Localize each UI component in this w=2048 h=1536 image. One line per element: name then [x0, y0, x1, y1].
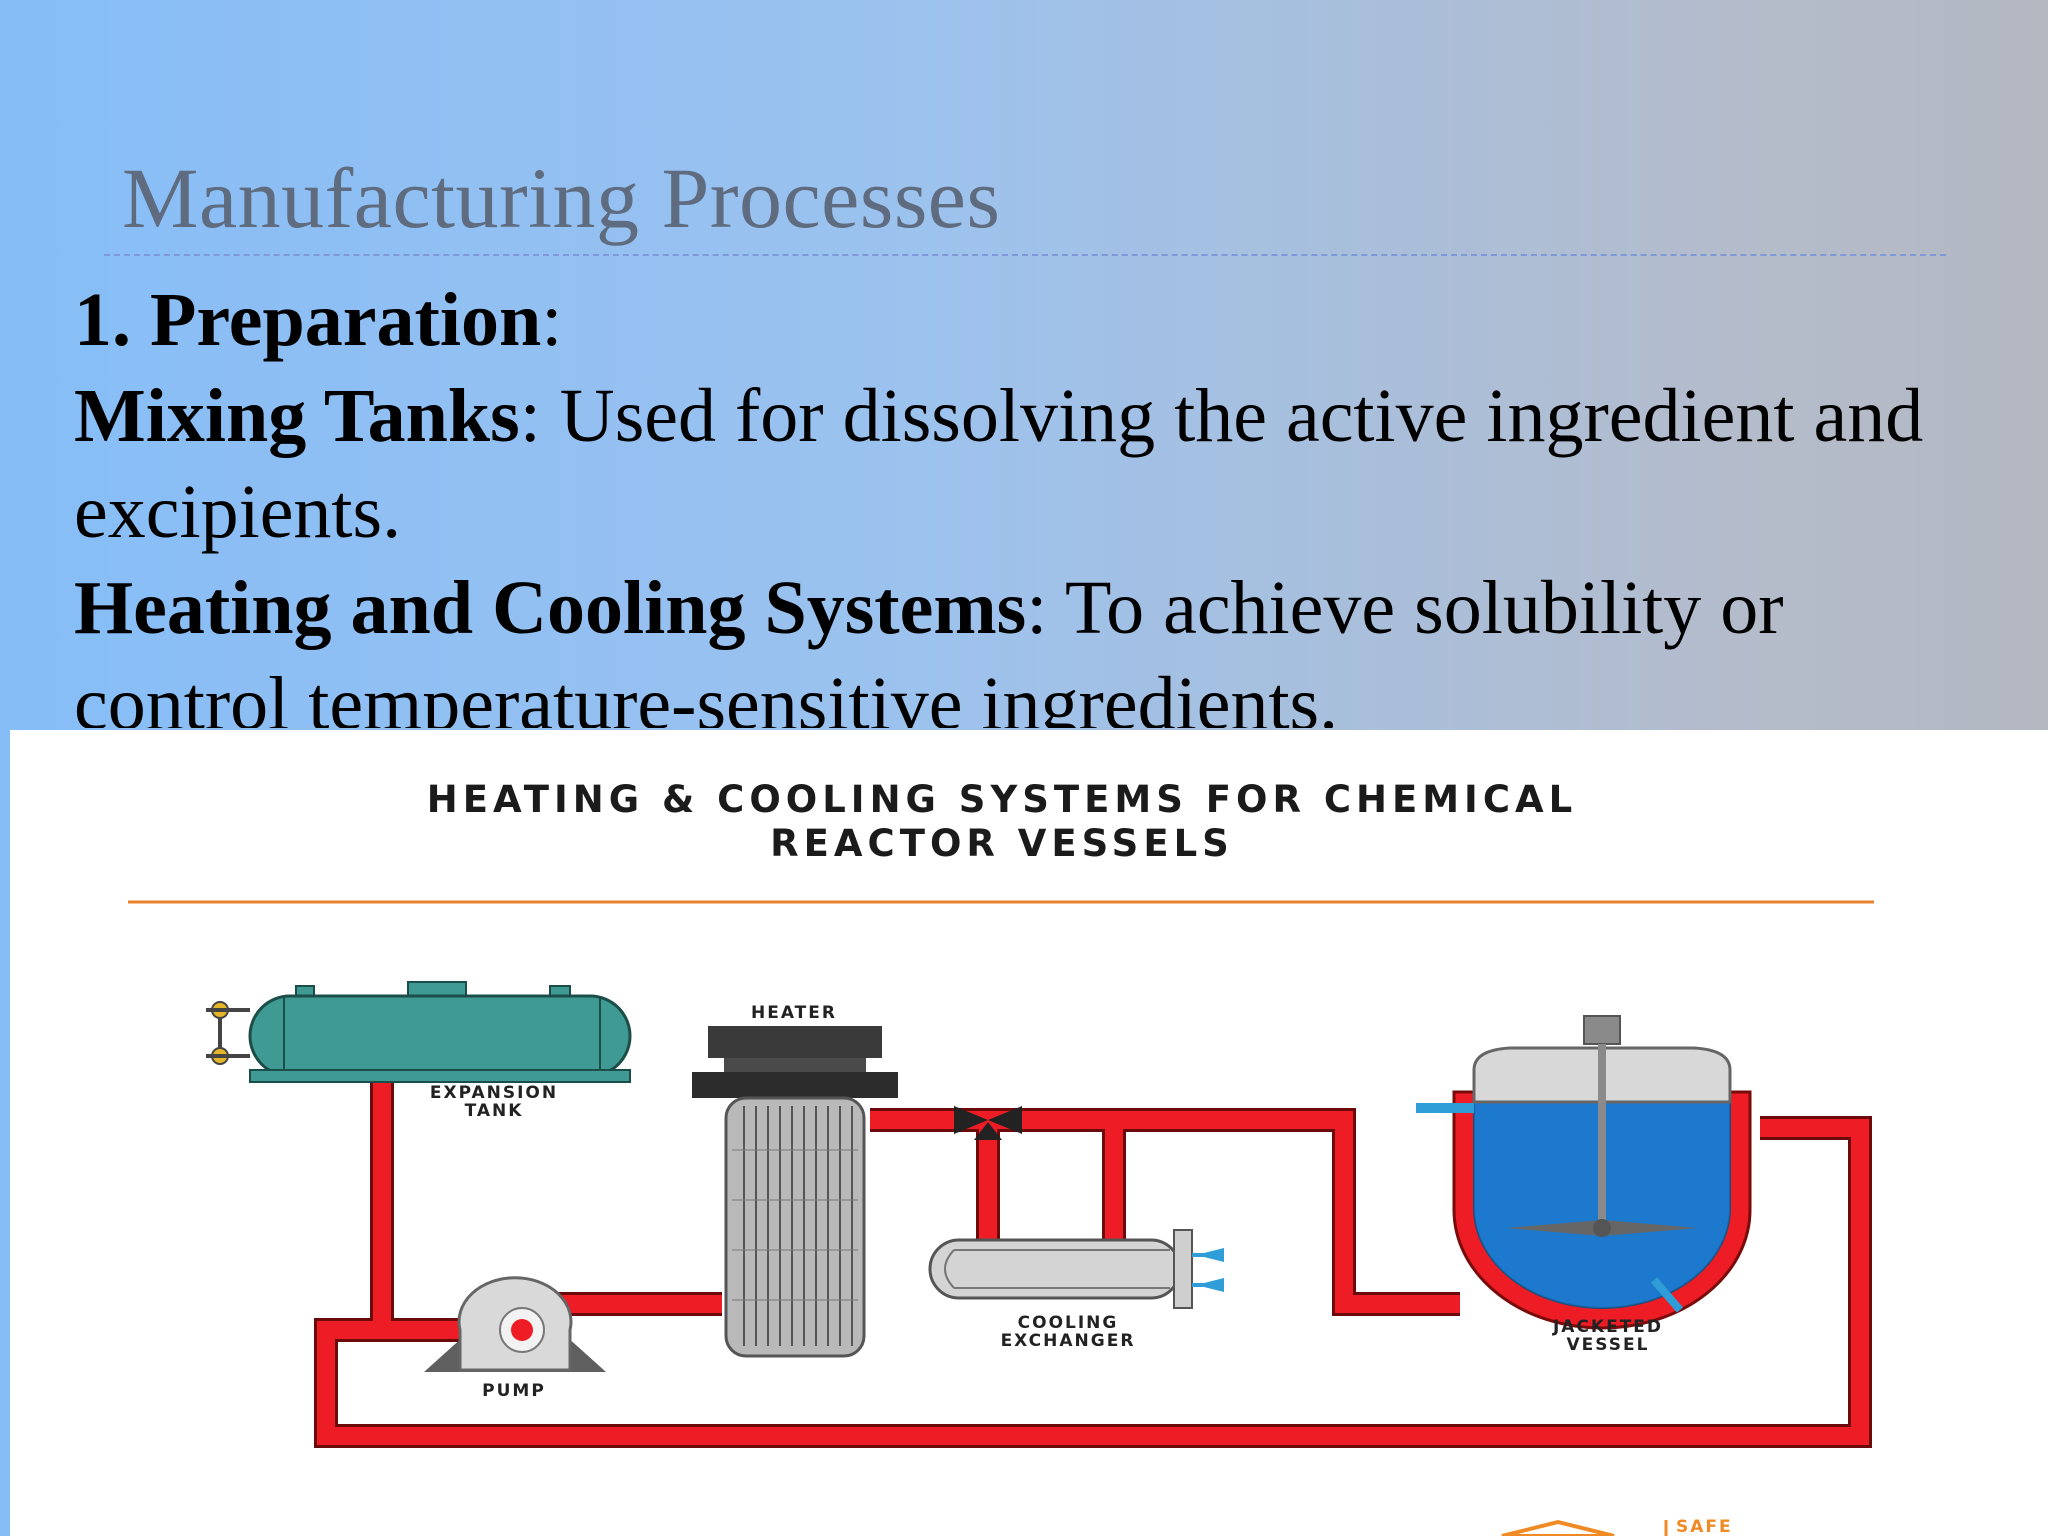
valve — [954, 1106, 1022, 1140]
bullet-description: : Used for dissolving the active ingredi… — [74, 374, 1924, 554]
bullet-heating-cooling: Heating and Cooling Systems: To achieve … — [74, 560, 1994, 728]
bullet-mixing-tanks: Mixing Tanks: Used for dissolving the ac… — [74, 368, 1994, 560]
bullet-term: Heating and Cooling Systems — [74, 566, 1027, 650]
cooling-exchanger — [928, 1229, 1224, 1309]
body-text-region: 1. Preparation: Mixing Tanks: Used for d… — [0, 0, 2048, 728]
slide-title: Manufacturing Processes — [122, 150, 1001, 246]
body-text: 1. Preparation: Mixing Tanks: Used for d… — [74, 272, 1994, 728]
heating-cooling-diagram: HEATING & COOLING SYSTEMS FOR CHEMICAL R… — [128, 778, 1874, 1536]
logo-text: SAFE — [1676, 1517, 1733, 1536]
section-heading-text: 1. Preparation — [74, 278, 542, 362]
company-logo: SAFE — [1501, 1517, 1733, 1536]
section-heading: 1. Preparation: — [74, 272, 1994, 368]
diagram-figure: HEATING & COOLING SYSTEMS FOR CHEMICAL R… — [10, 730, 2048, 1536]
section-heading-colon: : — [541, 278, 563, 362]
label-expansion-tank-1: EXPANSION — [430, 1083, 558, 1103]
label-expansion-tank-2: TANK — [465, 1101, 524, 1121]
title-divider — [104, 254, 1946, 256]
label-heater: HEATER — [751, 1003, 837, 1023]
bullet-description: : To achieve solubility or control tempe… — [74, 566, 1784, 728]
diagram-title-line-1: HEATING & COOLING SYSTEMS FOR CHEMICAL — [427, 778, 1577, 821]
label-jacketed-vessel-1: JACKETED — [1552, 1317, 1663, 1337]
label-cooling-exchanger-1: COOLING — [1018, 1313, 1119, 1333]
bullet-term: Mixing Tanks — [74, 374, 520, 458]
diagram-title-line-2: REACTOR VESSELS — [770, 822, 1234, 865]
pipe-loop — [314, 1082, 1872, 1448]
label-pump: PUMP — [482, 1381, 546, 1401]
expansion-tank — [206, 981, 632, 1083]
jacketed-vessel — [1416, 1015, 1752, 1330]
pump — [424, 1276, 606, 1372]
label-jacketed-vessel-2: VESSEL — [1567, 1335, 1650, 1355]
label-cooling-exchanger-2: EXCHANGER — [1001, 1331, 1136, 1351]
heater — [692, 1026, 898, 1358]
